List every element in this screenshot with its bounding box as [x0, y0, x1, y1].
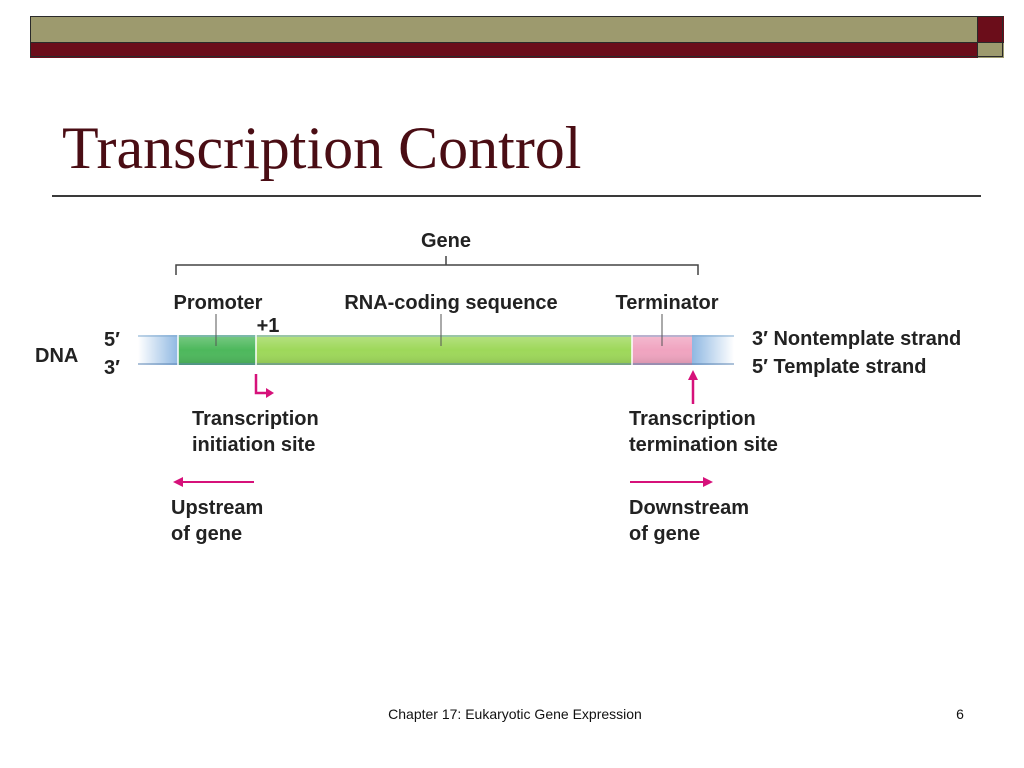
five-prime-label: 5′ [104, 329, 120, 351]
downstream-label-line1: Downstream [629, 497, 749, 519]
upstream-arrowhead-icon [173, 477, 183, 487]
gene-label: Gene [421, 230, 471, 252]
bar-shading [178, 335, 692, 365]
banner-divider [30, 42, 1004, 43]
title-underline [52, 195, 981, 197]
banner-divider [977, 16, 978, 58]
upstream-flank [138, 335, 178, 365]
downstream-flank [692, 335, 734, 365]
banner-maroon-bar [30, 42, 977, 58]
upstream-label-line2: of gene [171, 523, 242, 545]
dna-label: DNA [35, 345, 78, 367]
footer-chapter-text: Chapter 17: Eukaryotic Gene Expression [388, 706, 642, 722]
downstream-label-line2: of gene [629, 523, 700, 545]
three-prime-label: 3′ [104, 357, 120, 379]
gene-bracket [175, 256, 699, 275]
termination-arrowhead-icon [688, 370, 698, 380]
template-strand-label: 5′ Template strand [752, 356, 926, 378]
initiation-arrow-icon [254, 374, 268, 395]
banner-olive-bar [30, 16, 977, 42]
page-number: 6 [956, 706, 964, 722]
coding-sequence-label: RNA-coding sequence [344, 292, 557, 314]
termination-label-line2: termination site [629, 434, 778, 456]
slide-title: Transcription Control [62, 115, 582, 181]
initiation-arrowhead-icon [266, 388, 274, 398]
promoter-label: Promoter [174, 292, 263, 314]
upstream-label-line1: Upstream [171, 497, 263, 519]
terminator-label: Terminator [616, 292, 719, 314]
gene-diagram: Gene Promoter +1 RNA-coding sequence Ter… [0, 210, 1024, 570]
gene-diagram-svg: Gene Promoter +1 RNA-coding sequence Ter… [35, 230, 961, 545]
termination-label-line1: Transcription [629, 408, 756, 430]
nontemplate-strand-label: 3′ Nontemplate strand [752, 328, 961, 350]
initiation-label-line1: Transcription [192, 408, 319, 430]
plus-one-label: +1 [257, 315, 280, 337]
initiation-label-line2: initiation site [192, 434, 315, 456]
banner-corner-olive [977, 42, 1004, 58]
downstream-arrowhead-icon [703, 477, 713, 487]
banner-corner-maroon [977, 16, 1004, 42]
